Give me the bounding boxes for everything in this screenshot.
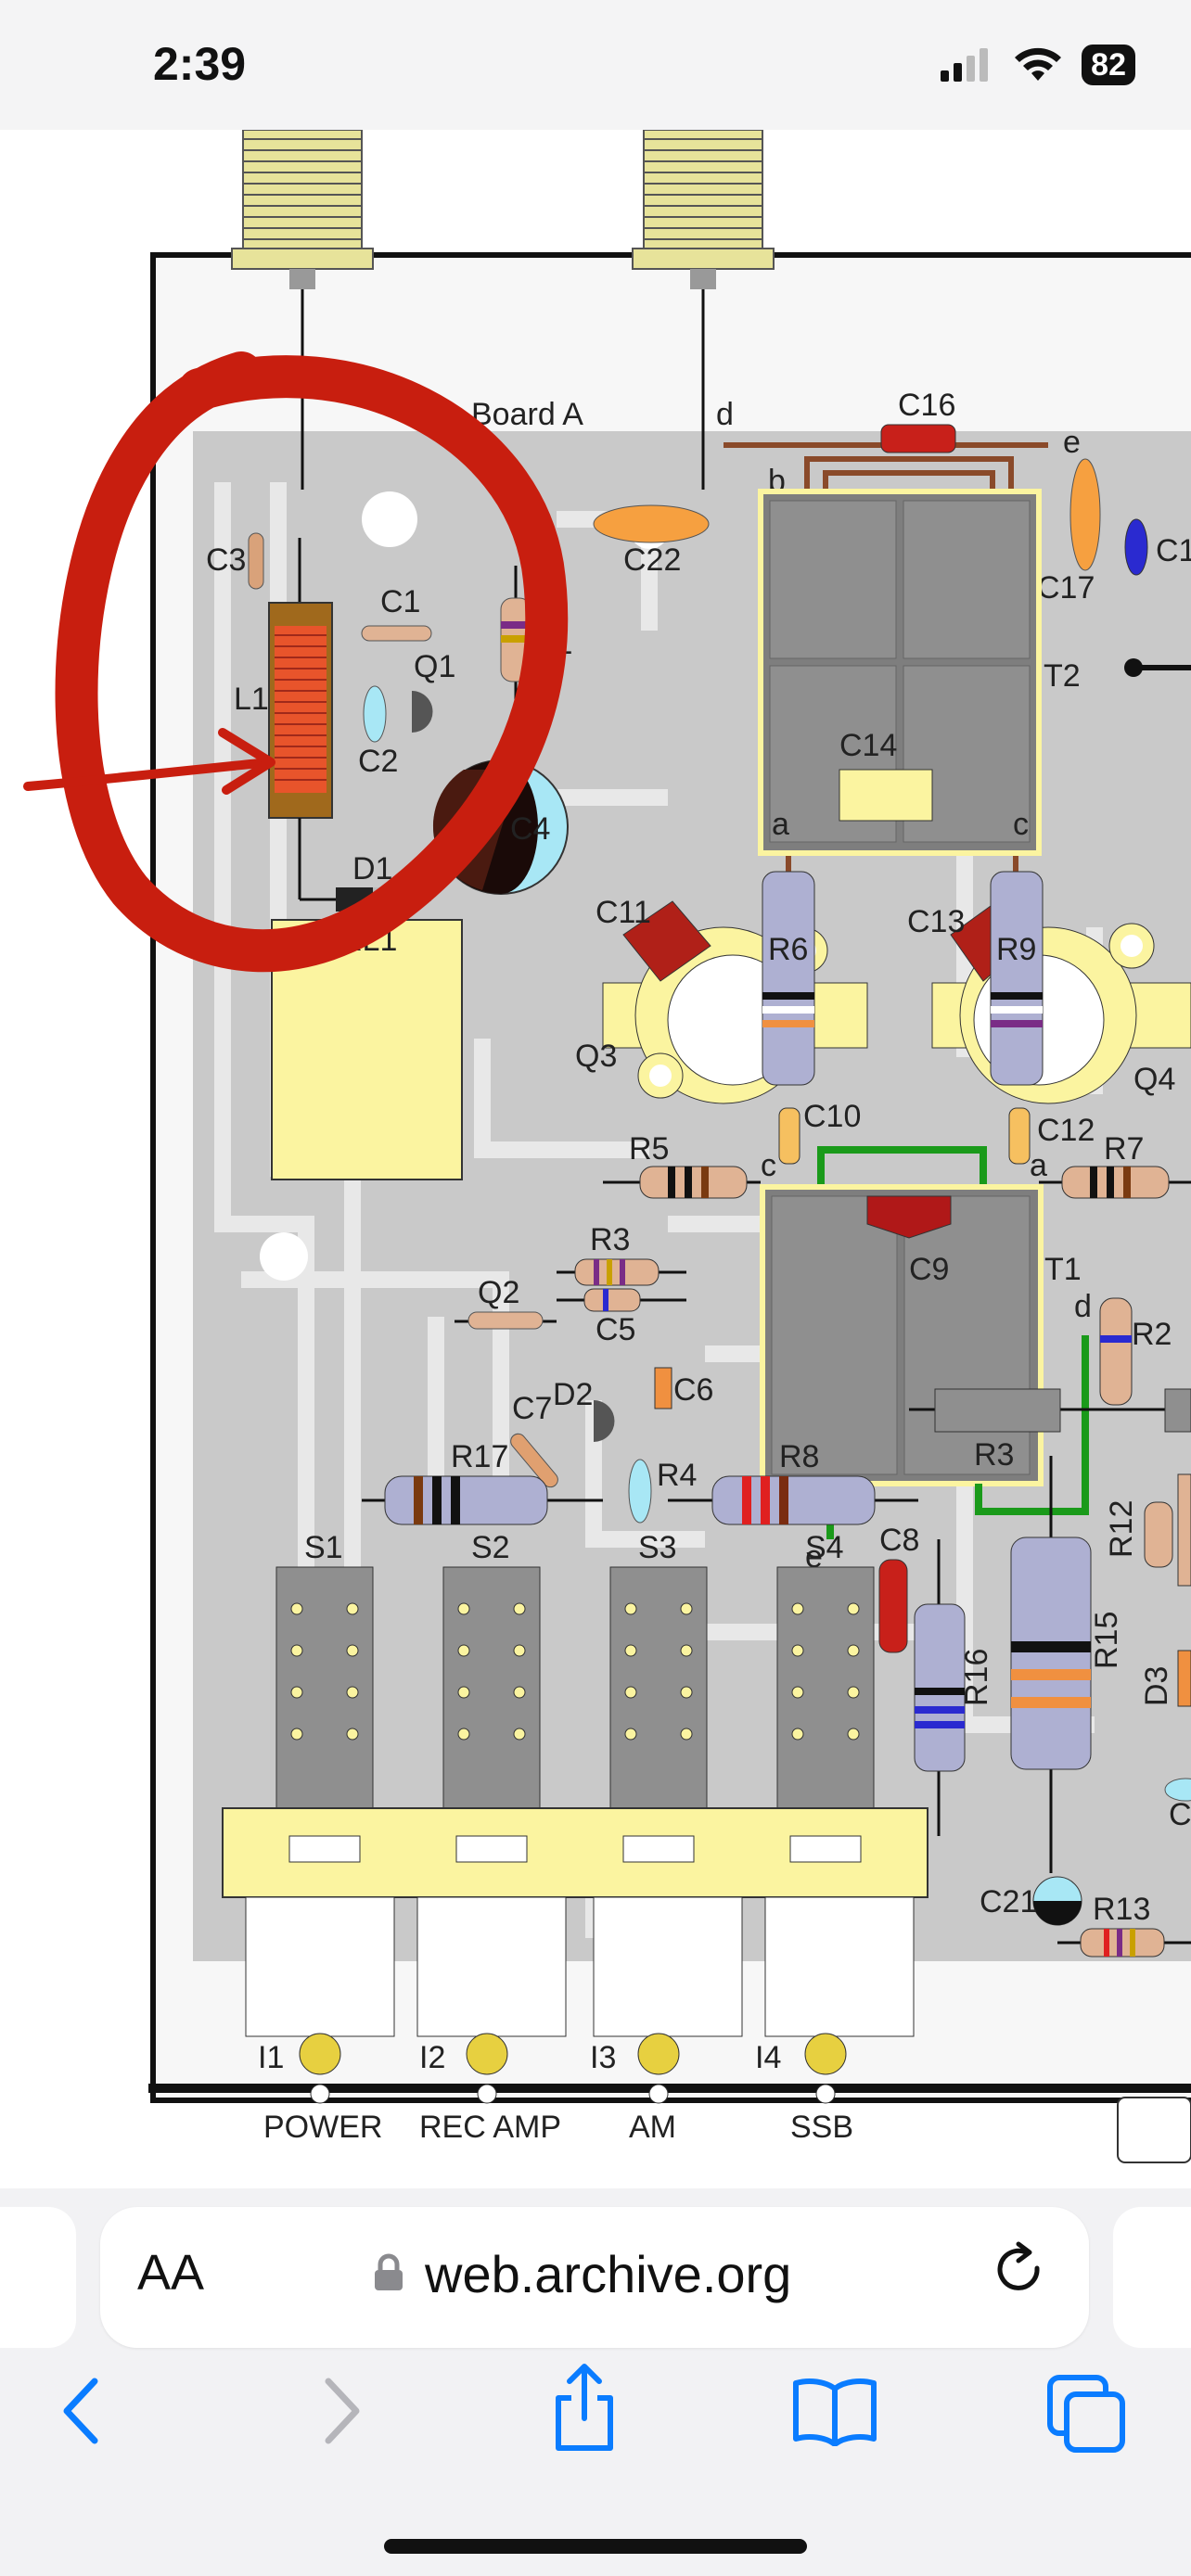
component-label: C12 xyxy=(1037,1113,1095,1148)
component-label: R12 xyxy=(1104,1500,1139,1558)
component-label: R5 xyxy=(629,1131,669,1167)
switch-s4 xyxy=(776,1566,875,1809)
component-label: C8 xyxy=(879,1523,919,1558)
terminal-label: e xyxy=(1063,425,1081,460)
component-label: R6 xyxy=(768,932,808,967)
component-label: R13 xyxy=(1093,1892,1150,1927)
terminal-label: e xyxy=(805,1539,823,1575)
terminal-label: d xyxy=(1074,1289,1092,1324)
previous-tab-preview[interactable] xyxy=(0,2207,76,2348)
circuit-board-diagram: Board A d e b C3 C1 R1 Q1 L1 C2 xyxy=(23,130,1191,2163)
component-label: Q4 xyxy=(1133,1062,1175,1097)
battery-icon: 82 xyxy=(1082,45,1135,85)
forward-icon[interactable] xyxy=(312,2374,367,2448)
component-label: S2 xyxy=(471,1530,510,1565)
component-label: C6 xyxy=(673,1372,713,1408)
component-label: C10 xyxy=(803,1099,861,1134)
component-label: D1 xyxy=(352,851,392,886)
back-icon[interactable] xyxy=(56,2374,111,2448)
component-label: C11 xyxy=(596,895,651,930)
terminal-label: a xyxy=(1030,1148,1047,1183)
terminal-label: a xyxy=(772,807,789,842)
component-label: R4 xyxy=(657,1458,697,1493)
component-label: T2 xyxy=(1044,658,1081,694)
component-label: C17 xyxy=(1037,570,1095,606)
wifi-icon xyxy=(1015,47,1062,81)
web-content[interactable]: Board A d e b C3 C1 R1 Q1 L1 C2 xyxy=(0,130,1191,2188)
component-label: I1 xyxy=(258,2040,284,2075)
component-label: I3 xyxy=(590,2040,616,2075)
status-time: 2:39 xyxy=(153,38,247,90)
component-label: C21 xyxy=(980,1884,1037,1919)
red-circle-annotation xyxy=(55,351,569,973)
switch-s1 xyxy=(275,1566,374,1809)
lock-icon xyxy=(375,2253,403,2290)
page-settings-button[interactable]: AA xyxy=(137,2245,205,2301)
tabs-icon[interactable] xyxy=(1046,2374,1126,2454)
antenna-connector-left xyxy=(231,130,374,289)
component-label: S1 xyxy=(304,1530,343,1565)
component-label: I2 xyxy=(419,2040,445,2075)
board-label: Board A xyxy=(471,397,583,432)
component-label: C3 xyxy=(206,542,246,578)
component-label: Q2 xyxy=(478,1275,519,1310)
bookmarks-icon[interactable] xyxy=(790,2376,879,2446)
component-label: C16 xyxy=(898,388,955,423)
component-label: C4 xyxy=(510,811,550,847)
panel-label-am: AM xyxy=(629,2110,676,2145)
component-label: R3 xyxy=(974,1437,1014,1473)
component-label: R7 xyxy=(1104,1131,1144,1167)
component-label: C1 xyxy=(1156,533,1191,568)
address-bar[interactable] xyxy=(100,2207,1089,2348)
component-label: C13 xyxy=(907,904,965,939)
component-label: I4 xyxy=(755,2040,781,2075)
red-arrow-annotation xyxy=(23,728,275,795)
component-label: R8 xyxy=(779,1439,819,1474)
terminal-label: c xyxy=(761,1148,776,1183)
url-text[interactable]: web.archive.org xyxy=(425,2245,792,2303)
component-label: S4 xyxy=(805,1530,844,1565)
component-label: C9 xyxy=(909,1252,949,1287)
component-label: C22 xyxy=(623,542,681,578)
component-label: C2 xyxy=(1169,1797,1191,1832)
next-tab-preview[interactable] xyxy=(1113,2207,1191,2348)
status-bar: 2:39 82 xyxy=(0,0,1191,130)
share-icon[interactable] xyxy=(549,2363,620,2455)
component-label: T1 xyxy=(1044,1252,1082,1287)
panel-label-power: POWER xyxy=(263,2110,382,2145)
component-label: C5 xyxy=(596,1312,635,1347)
component-label: C7 xyxy=(512,1391,552,1426)
terminal-label: c xyxy=(1013,807,1029,842)
home-indicator[interactable] xyxy=(384,2539,807,2554)
component-label: R16 xyxy=(959,1649,994,1706)
component-label: C1 xyxy=(380,584,420,619)
component-label: Q1 xyxy=(414,649,455,684)
panel-label-rec-amp: REC AMP xyxy=(419,2110,561,2145)
reload-icon[interactable] xyxy=(991,2240,1050,2300)
component-label: C14 xyxy=(839,728,897,763)
component-label: S3 xyxy=(638,1530,677,1565)
status-icons: 82 xyxy=(939,45,1135,85)
component-label: R17 xyxy=(451,1439,508,1474)
terminal-label: d xyxy=(716,397,734,432)
component-label: R9 xyxy=(996,932,1036,967)
component-label: R15 xyxy=(1089,1612,1124,1669)
component-label: Q3 xyxy=(575,1039,617,1074)
antenna-connector-right xyxy=(632,130,775,289)
component-label: D2 xyxy=(553,1377,593,1412)
component-label: R2 xyxy=(1132,1317,1172,1352)
component-label: D3 xyxy=(1139,1666,1174,1706)
panel-label-ssb: SSB xyxy=(790,2110,853,2145)
switch-s2 xyxy=(442,1566,541,1809)
cellular-signal-icon xyxy=(941,48,989,82)
component-label: C2 xyxy=(358,744,398,779)
component-label: L1 xyxy=(234,682,269,717)
switch-s3 xyxy=(609,1566,708,1809)
component-label: R3 xyxy=(590,1222,630,1257)
